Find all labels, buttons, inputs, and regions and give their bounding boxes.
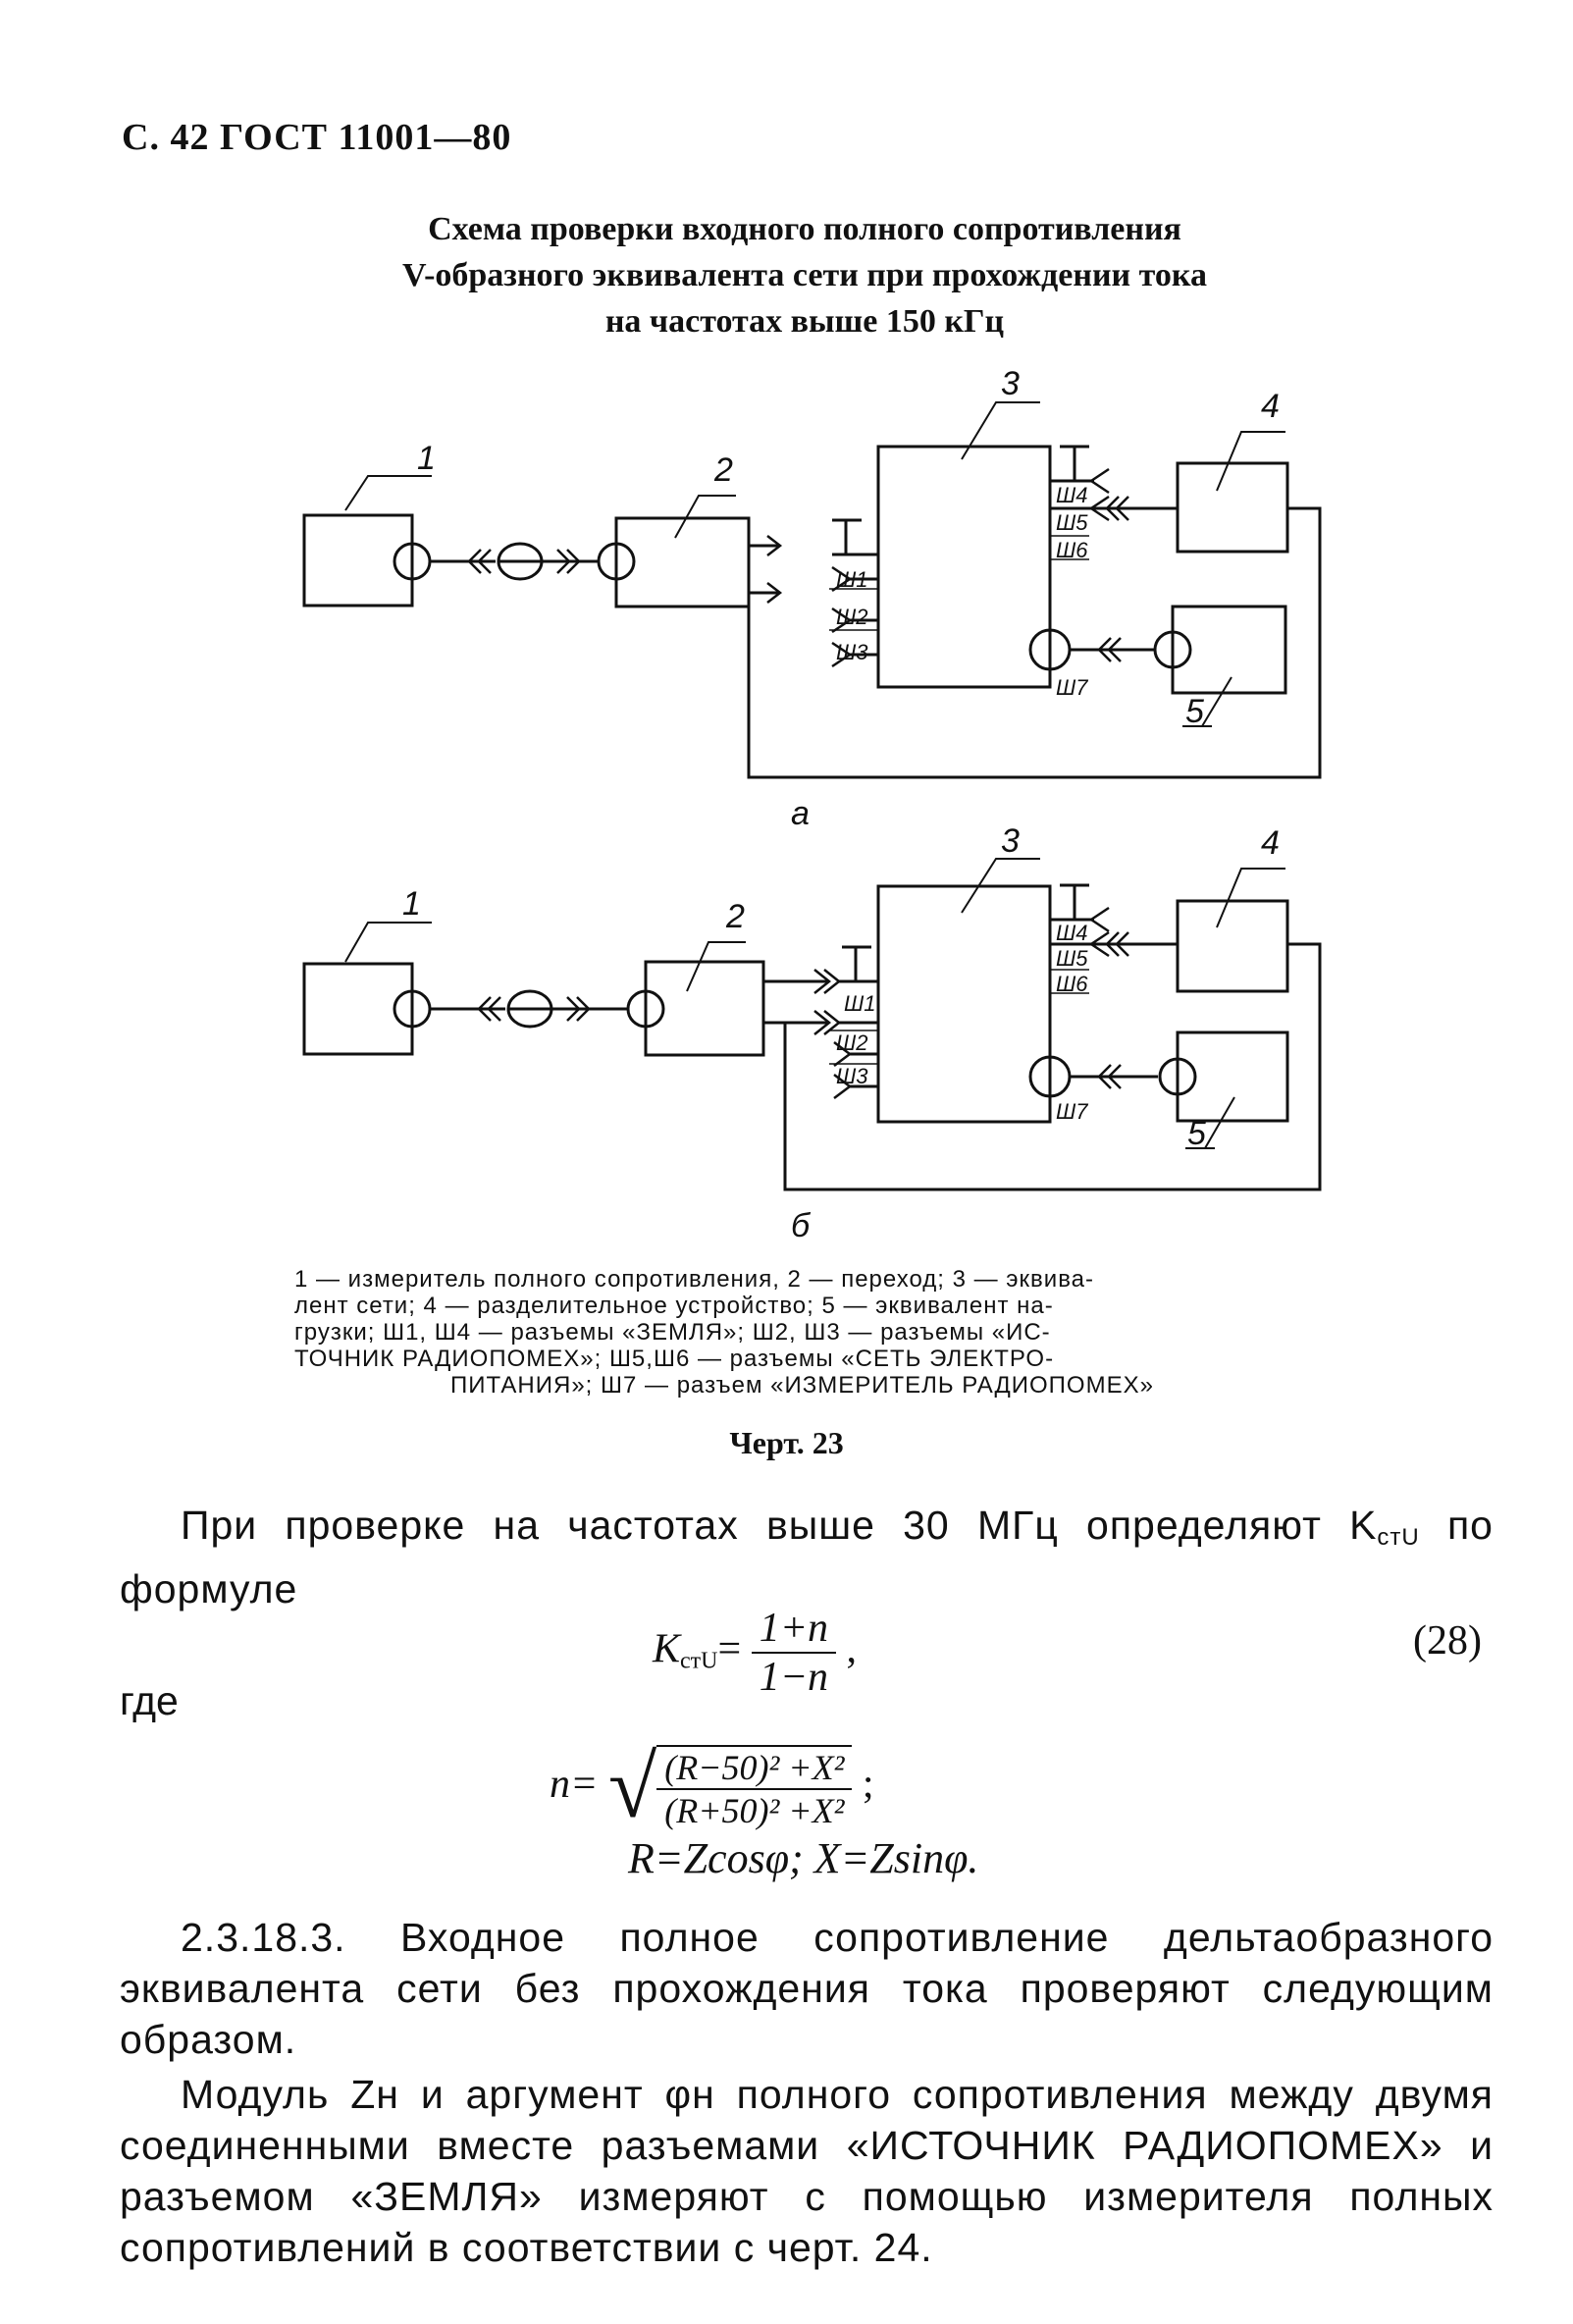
figure-label: Черт. 23 [729,1425,844,1460]
circuit-diagrams: 1 2 3 Ш1 Ш2 Ш3 [302,365,1322,1244]
block-number: 1 [402,885,421,923]
block-5 [1171,605,1287,695]
where-label: где [120,1678,179,1723]
diagram-a: 1 2 3 Ш1 Ш2 Ш3 [302,365,1322,832]
formula-trail: , [846,1626,858,1672]
block-number: 3 [1001,822,1020,860]
block-number: 4 [1261,824,1280,862]
connector-label: Ш1 [836,567,867,592]
diagram-b: 1 2 3 Ш1 Ш2 Ш3 [302,822,1322,1244]
fraction-denominator: (R+50)² +X² [664,1790,845,1830]
legend-line: ПИТАНИЯ»; Ш7 — разъем «ИЗМЕРИТЕЛЬ РАДИОП… [450,1372,1154,1399]
paragraph: При проверке на частотах выше 30 МГц опр… [120,1500,1494,1614]
block-number: 5 [1185,693,1204,730]
paragraph-text: При проверке на частотах выше 30 МГц опр… [181,1503,1378,1548]
connector-label: Ш6 [1056,538,1088,562]
block-3 [876,884,1052,1124]
paragraph: 2.3.18.3. Входное полное сопротивление д… [120,1915,1494,2062]
fraction-numerator: (R−50)² +X² [656,1747,853,1790]
block-3 [876,445,1052,689]
diagram-caption: б [791,1207,812,1244]
block-number: 3 [1001,365,1020,402]
connector-label: Ш4 [1056,921,1087,945]
page-header: С. 42 ГОСТ 11001—80 [122,117,512,158]
block-1 [302,513,414,607]
fraction: 1+n 1−n [751,1605,837,1701]
connector-label: Ш3 [836,640,868,664]
formula-n: n= √ (R−50)² +X² (R+50)² +X² ; [550,1737,1138,1845]
figure-legend: 1 — измеритель полного сопротивления, 2 … [294,1266,1310,1399]
block-number: 4 [1261,388,1280,425]
block-number: 5 [1187,1115,1206,1152]
sqrt-icon: √ [607,1739,657,1836]
connector-label: Ш2 [836,605,867,629]
formula-trail: ; [862,1762,874,1808]
fraction-denominator: 1−n [759,1655,829,1700]
block-5 [1176,1030,1289,1123]
formula-lhs: K [653,1626,681,1672]
fraction-numerator: 1+n [751,1605,837,1654]
subscript: стU [1377,1524,1420,1551]
block-number: 1 [417,440,436,477]
legend-line: лент сети; 4 — разделительное устройство… [294,1293,1054,1319]
block-4 [1176,461,1289,554]
equation-number: (28) [1413,1618,1482,1664]
connector-label: Ш5 [1056,510,1088,535]
connector-label: Ш2 [836,1030,867,1055]
subscript: стU [680,1648,718,1674]
connector-label: Ш7 [1056,675,1088,700]
legend-line: ТОЧНИК РАДИОПОМЕХ»; Ш5,Ш6 — разъемы «СЕТ… [294,1346,1055,1372]
block-number: 2 [725,898,745,935]
block-number: 2 [713,451,733,489]
block-1 [302,962,414,1056]
formula-28: KстU= 1+n 1−n , [653,1605,1261,1700]
legend-line: 1 — измеритель полного сопротивления, 2 … [294,1266,1095,1293]
figure-title-line: на частотах выше 150 кГц [604,303,1005,340]
connector-label: Ш7 [1056,1099,1088,1124]
figure-title-line: V-образного эквивалента сети при прохожд… [402,257,1207,293]
formula-equals: = [717,1626,742,1672]
fraction: (R−50)² +X² (R+50)² +X² [656,1744,853,1831]
block-2 [614,516,751,608]
connector-label: Ш1 [844,991,875,1016]
formula-lhs: n= [550,1762,599,1808]
block-4 [1176,899,1289,993]
paragraph: Модуль Zн и аргумент φн полного сопротив… [120,2072,1494,2270]
connector-label: Ш5 [1056,946,1088,971]
connector-label: Ш6 [1056,972,1088,996]
legend-line: грузки; Ш1, Ш4 — разъемы «ЗЕМЛЯ»; Ш2, Ш3… [294,1319,1051,1346]
formula-rx: R=Zcosφ; X=Zsinφ. [628,1834,979,1882]
paragraph-text: по формуле [120,1503,1494,1611]
connector-label: Ш4 [1056,483,1087,507]
connector-label: Ш3 [836,1064,868,1088]
figure-title: Схема проверки входного полного сопротив… [294,206,1315,344]
figure-title-line: Схема проверки входного полного сопротив… [428,211,1181,247]
block-2 [644,960,765,1057]
diagram-caption: а [791,795,810,832]
